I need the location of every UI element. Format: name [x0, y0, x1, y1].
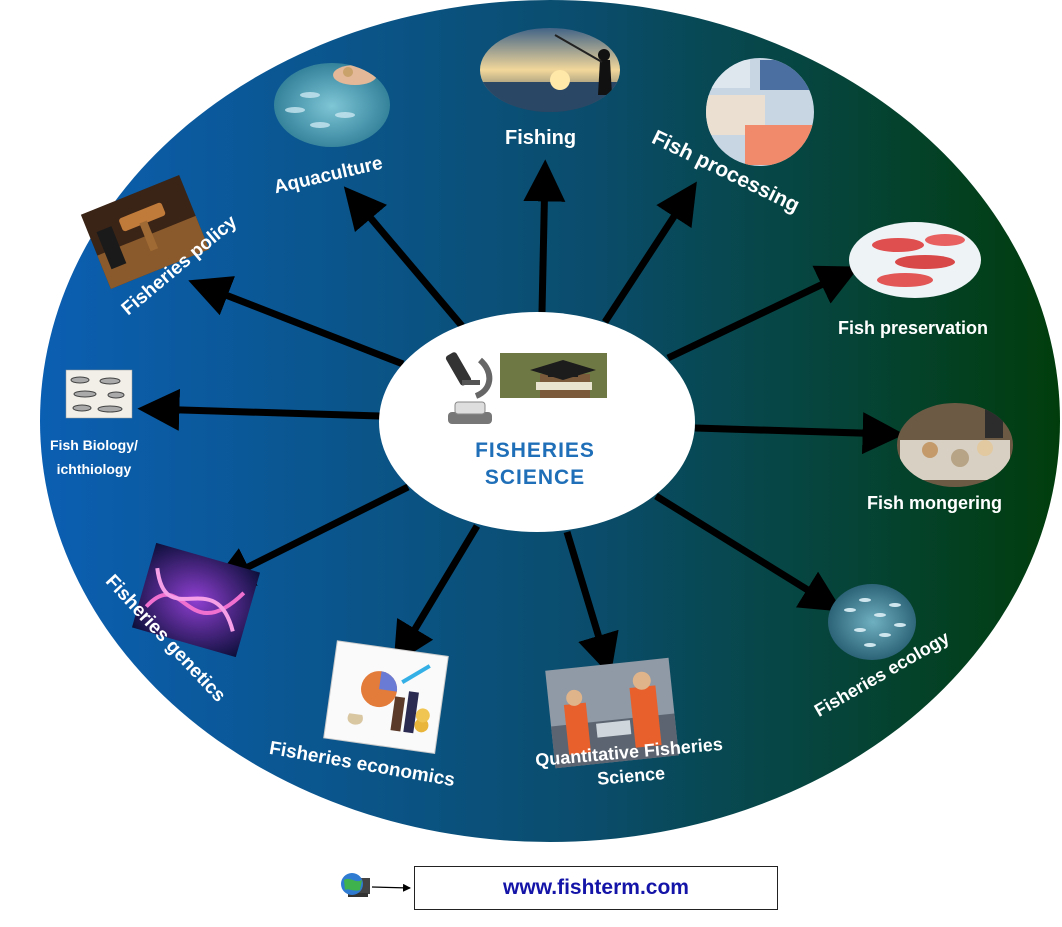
globe-computer-icon — [341, 873, 370, 897]
arrow-fisheries-genetics — [210, 483, 410, 586]
label-fish-mongering: Fish mongering — [867, 493, 1002, 513]
arrow-fisheries-ecology — [654, 493, 843, 612]
arrow-fishing — [523, 159, 566, 313]
arrow-fisheries-policy — [188, 276, 405, 368]
website-link-box[interactable]: www.fishterm.com — [414, 866, 778, 910]
money-chart-image — [323, 640, 449, 755]
lab-workers-image — [545, 657, 679, 769]
arrow-fish-biology — [137, 388, 381, 431]
fish-processing-image — [706, 58, 814, 166]
arrow-fish-preservation — [666, 265, 860, 362]
fishing-image — [480, 28, 620, 112]
center-node — [379, 312, 695, 532]
footer-connector — [371, 883, 411, 892]
arrows — [137, 159, 905, 677]
arrow-fish-processing — [602, 181, 697, 324]
center-title-line1: FISHERIES — [475, 439, 595, 462]
label-fish-biology-line1: Fish Biology/ — [50, 437, 138, 453]
label-fish-preservation: Fish preservation — [838, 318, 989, 338]
dna-helix-image — [131, 542, 261, 658]
fish-school-image — [828, 584, 916, 660]
website-url[interactable]: www.fishterm.com — [503, 876, 689, 899]
arrow-quantitative — [563, 530, 619, 677]
gavel-image — [80, 175, 210, 289]
label-fish-biology-line2: ichthiology — [56, 461, 132, 477]
arrow-aquaculture — [343, 186, 465, 329]
microscope-icon — [445, 352, 493, 424]
center-title: FISHERIES SCIENCE — [430, 437, 640, 491]
fish-mongering-image — [897, 403, 1013, 487]
label-fishing: Fishing — [505, 127, 577, 149]
arrow-fish-mongering — [694, 412, 905, 455]
center-title-line2: SCIENCE — [484, 466, 586, 489]
graduation-cap-books-icon — [500, 353, 607, 398]
fish-preservation-image — [849, 222, 981, 298]
fish-illustration-image — [65, 369, 133, 419]
label-fish-biology: Fish Biology/ ichthiology — [50, 433, 138, 481]
arrow-fisheries-economics — [393, 524, 480, 665]
